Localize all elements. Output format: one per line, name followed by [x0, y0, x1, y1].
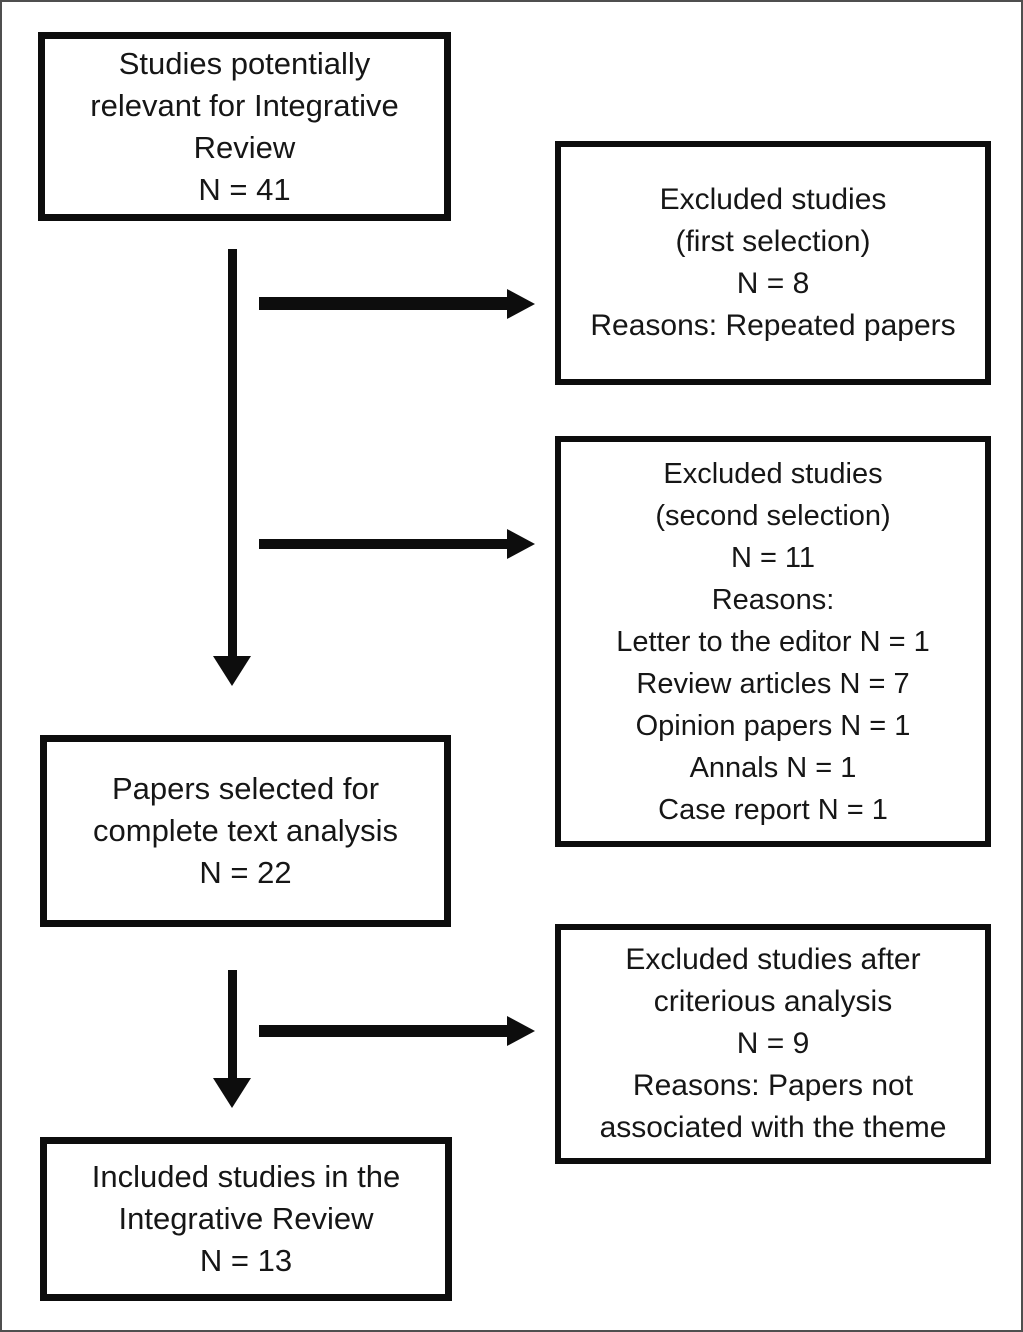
box-text-line: Papers selected for — [111, 771, 380, 806]
box-text-line: N = 22 — [199, 855, 292, 890]
box-text-line: Excluded studies — [663, 457, 883, 490]
down-arrow-shaft-1 — [228, 249, 237, 656]
box-excluded-first-selection: Excluded studies (first selection) N = 8… — [555, 141, 991, 385]
box-text-line: Reasons: — [711, 583, 835, 616]
box-text-line: Letter to the editor N = 1 — [616, 625, 930, 658]
right-arrow-head-icon — [507, 529, 535, 559]
box-text-line: relevant for Integrative — [90, 87, 399, 123]
box-text-line: N = 13 — [199, 1243, 293, 1278]
box-excluded-criterious-analysis: Excluded studies after criterious analys… — [555, 924, 991, 1164]
box-excluded-second-selection: Excluded studies (second selection) N = … — [555, 436, 991, 847]
down-arrow-shaft-2 — [228, 970, 237, 1078]
right-arrow-shaft-1 — [259, 297, 508, 310]
box-text-line: associated with the theme — [599, 1111, 947, 1144]
right-arrow-head-icon — [507, 1016, 535, 1046]
box-text-line: Review — [193, 129, 296, 165]
box-text-line: N = 11 — [730, 541, 816, 574]
box-text-line: Excluded studies after — [625, 943, 921, 976]
box-text-line: N = 8 — [736, 267, 810, 300]
box-studies-potentially-relevant: Studies potentially relevant for Integra… — [38, 32, 451, 221]
box-text-line: Review articles N = 7 — [636, 667, 910, 700]
box-text-line: N = 9 — [736, 1027, 810, 1060]
box-text-line: Studies potentially — [118, 45, 371, 81]
box-text-line: Included studies in the — [91, 1159, 401, 1194]
down-arrow-head-icon — [213, 1078, 251, 1108]
box-included-studies: Included studies in the Integrative Revi… — [40, 1137, 452, 1301]
box-text-line: Reasons: Repeated papers — [590, 309, 956, 342]
box-text-line: criterious analysis — [653, 985, 893, 1018]
down-arrow-head-icon — [213, 656, 251, 686]
box-text-line: complete text analysis — [93, 813, 398, 848]
box-text-line: Integrative Review — [118, 1201, 374, 1236]
box-text-line: Case report N = 1 — [658, 793, 888, 826]
box-text-line: (second selection) — [655, 499, 891, 532]
box-text-line: Opinion papers N = 1 — [635, 709, 911, 742]
box-text-line: N = 41 — [198, 171, 291, 207]
right-arrow-shaft-3 — [259, 1025, 508, 1037]
box-papers-selected-complete-text: Papers selected for complete text analys… — [40, 735, 451, 927]
box-text-line: Excluded studies — [659, 183, 887, 216]
box-text-line: (first selection) — [675, 225, 871, 258]
right-arrow-head-icon — [507, 289, 535, 319]
box-text-line: Reasons: Papers not — [632, 1069, 914, 1102]
right-arrow-shaft-2 — [259, 539, 508, 549]
box-text-line: Annals N = 1 — [689, 751, 857, 784]
